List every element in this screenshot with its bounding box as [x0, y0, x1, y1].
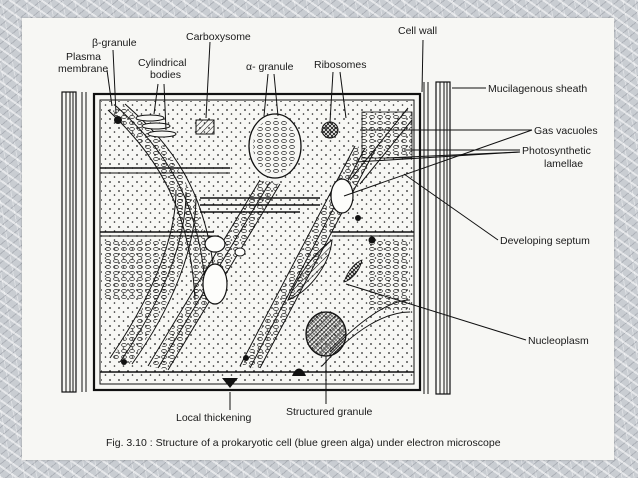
label-developing-septum: Developing septum [500, 235, 590, 247]
alpha-granule-body [248, 113, 302, 179]
mucilagenous-sheath-right [423, 81, 451, 395]
label-plasma-membrane-line2: membrane [58, 63, 108, 75]
label-gas-vacuoles: Gas vacuoles [534, 125, 598, 137]
label-local-thickening: Local thickening [176, 412, 251, 424]
nucleoplasm-body [287, 238, 363, 301]
label-nucleoplasm: Nucleoplasm [528, 335, 589, 347]
beta-granules [114, 116, 376, 365]
label-photosynthetic-line1: Photosynthetic [522, 145, 591, 157]
label-cylindrical-line2: bodies [150, 69, 181, 81]
local-thickening-marks [222, 368, 306, 388]
label-plasma-membrane-line1: Plasma [66, 51, 101, 63]
label-alpha-granule: α- granule [246, 61, 294, 73]
cylindrical-bodies [135, 114, 177, 138]
carboxysome-body [195, 119, 215, 135]
gas-vacuoles [202, 178, 354, 305]
label-cell-wall: Cell wall [398, 25, 437, 37]
ribosomes-cluster [321, 121, 339, 139]
leader-lines [106, 39, 533, 410]
label-carboxysome: Carboxysome [186, 31, 251, 43]
label-mucilagenous-sheath: Mucilagenous sheath [488, 83, 587, 95]
label-structured-granule: Structured granule [286, 406, 373, 418]
figure-caption: Fig. 3.10 : Structure of a prokaryotic c… [106, 437, 501, 449]
label-ribosomes: Ribosomes [314, 59, 367, 71]
label-cylindrical-line1: Cylindrical [138, 57, 186, 69]
label-beta-granule: β-granule [92, 37, 137, 49]
label-photosynthetic-line2: lamellae [544, 158, 583, 170]
cell-wall [92, 92, 422, 392]
mucilagenous-sheath-left [61, 91, 87, 393]
structured-granule-body [305, 311, 347, 357]
